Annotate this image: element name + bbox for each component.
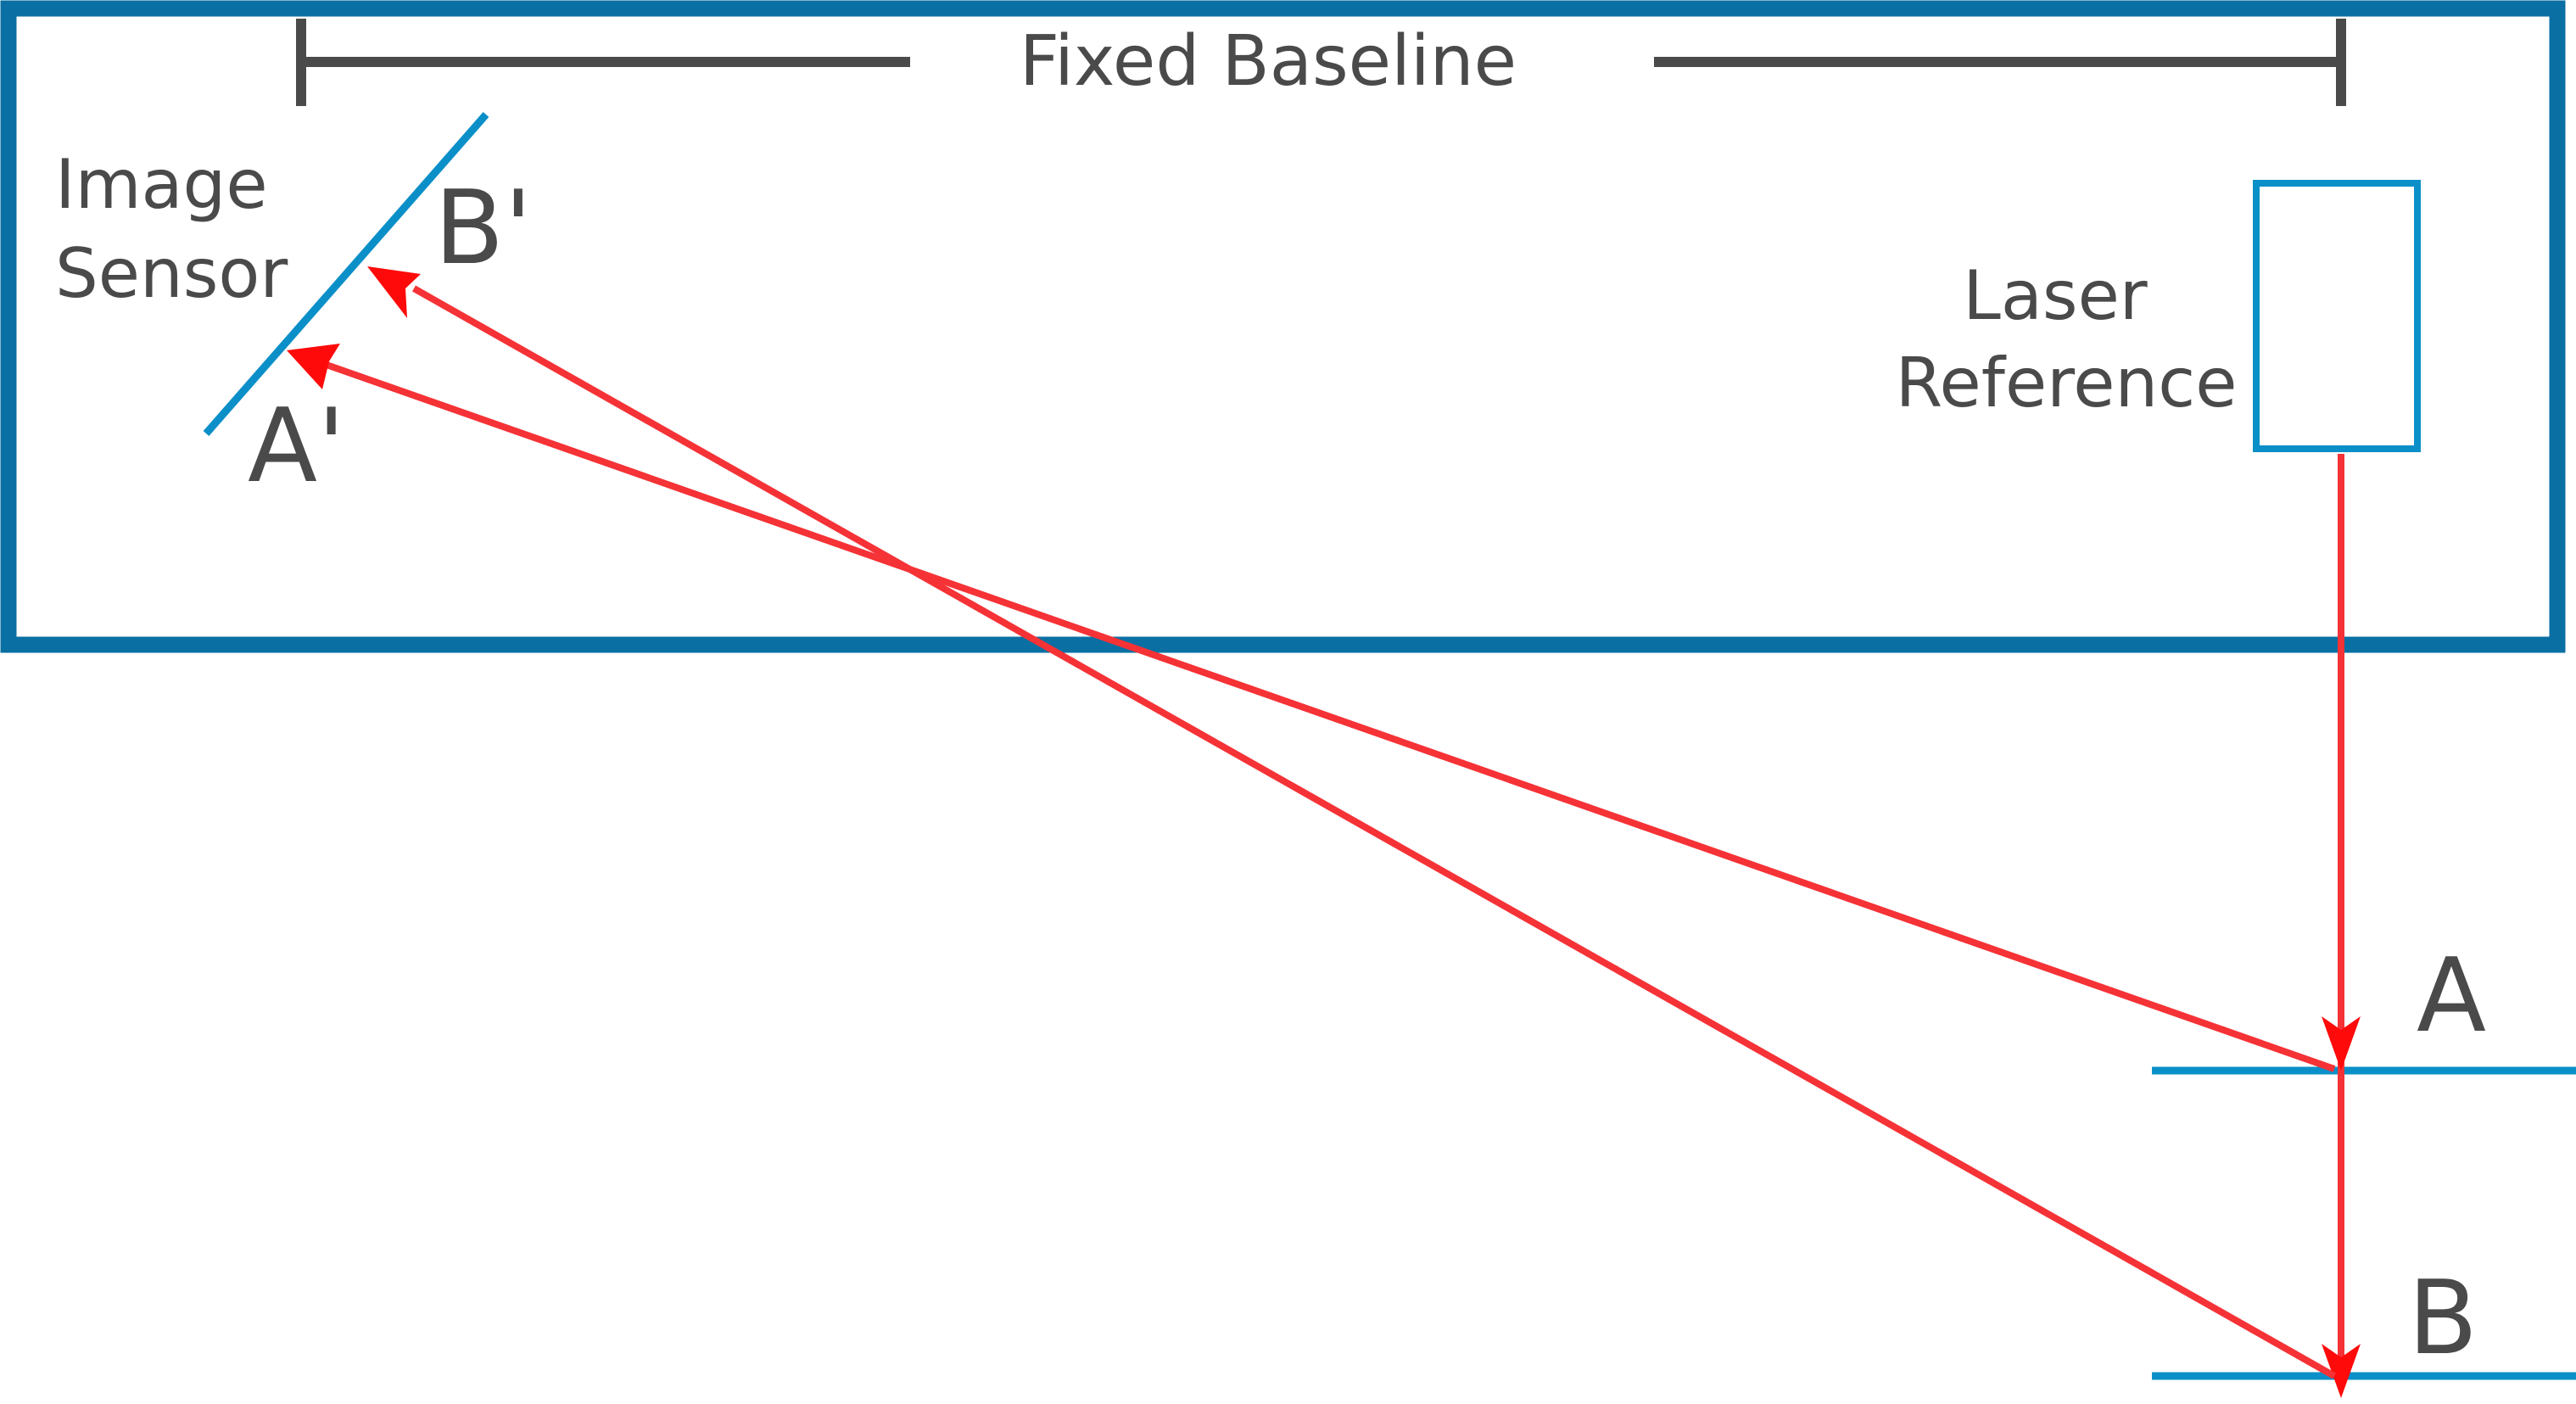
baseline-label: Fixed Baseline xyxy=(1020,21,1517,102)
sensor-housing xyxy=(0,0,2566,653)
laser-label-line2: Reference xyxy=(1896,344,2238,422)
reflected-ray-a xyxy=(287,344,2336,1072)
point-a-prime-label: A' xyxy=(248,388,345,506)
point-b-prime-label: B' xyxy=(434,170,532,288)
image-sensor xyxy=(203,112,489,436)
laser-beam xyxy=(2322,454,2361,1398)
reflected-ray-a-line xyxy=(325,361,2336,1072)
laser-reference xyxy=(2253,180,2421,452)
laser-arrowhead-a xyxy=(2322,1016,2361,1071)
image-sensor-label-line1: Image xyxy=(55,145,268,224)
baseline-dimension xyxy=(296,19,2346,106)
arrowhead-a-prime xyxy=(287,344,340,389)
image-sensor-label-line2: Sensor xyxy=(55,234,288,313)
arrowhead-b-prime xyxy=(367,266,421,318)
reflected-ray-b xyxy=(367,266,2336,1379)
point-b-label: B xyxy=(2408,1260,2478,1378)
reflected-ray-b-line xyxy=(412,285,2336,1379)
laser-label-line1: Laser xyxy=(1963,256,2147,335)
laser-arrowhead-b xyxy=(2322,1344,2361,1398)
point-a-label: A xyxy=(2417,937,2486,1055)
